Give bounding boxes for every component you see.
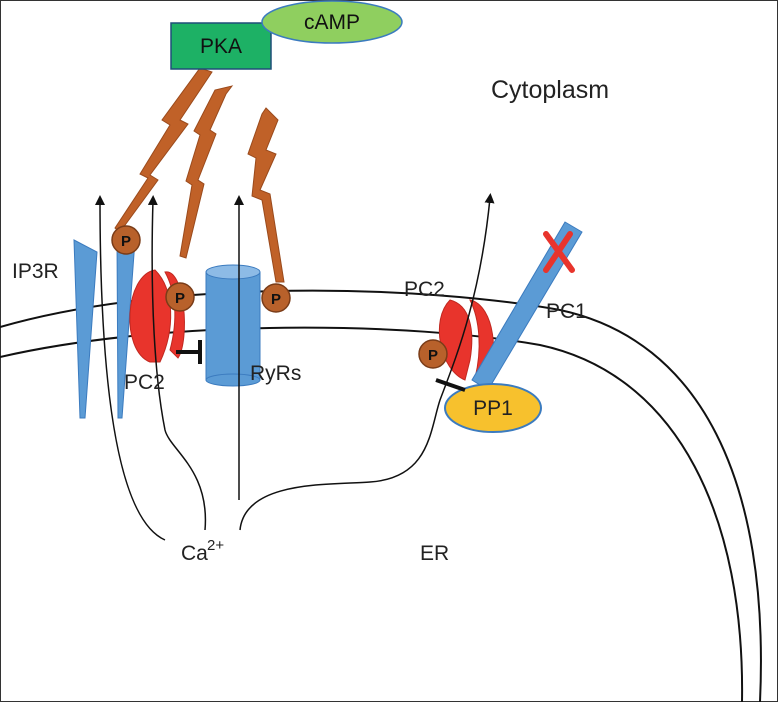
cytoplasm-label: Cytoplasm [491, 76, 609, 104]
er-membrane-inner [0, 326, 744, 702]
svg-text:P: P [271, 291, 281, 308]
pc2-left-label: PC2 [124, 371, 165, 394]
ca-arrow-pc2-right [239, 193, 495, 531]
ca-arrow-pc2 [147, 195, 207, 531]
pp1-label: PP1 [473, 397, 513, 420]
phospho-icon-3: P [261, 283, 291, 313]
phospho-icon-4: P [418, 339, 448, 369]
pka-box [170, 22, 272, 70]
pc2-right-label: PC2 [404, 278, 445, 301]
ca-arrow-ip3r [95, 195, 166, 541]
phospho-icon-1: P [111, 225, 141, 255]
svg-text:P: P [121, 233, 131, 250]
ryrs-top [205, 264, 261, 280]
pp1-link-line [435, 378, 466, 392]
ip3r-left-wedge [73, 239, 98, 419]
ryrs-label: RyRs [250, 362, 301, 385]
ca-label-base: Ca [181, 542, 208, 565]
pc1-label: PC1 [546, 300, 587, 323]
svg-text:P: P [175, 290, 185, 307]
lightning-bolt-icon-3 [247, 107, 285, 283]
block-x-icon [543, 231, 575, 273]
pp1-ellipse [444, 383, 542, 433]
ip3r-label: IP3R [12, 260, 59, 283]
camp-ellipse [261, 0, 403, 44]
er-membrane-outer [0, 289, 762, 702]
pka-label: PKA [200, 35, 242, 58]
pc2-right-shape [438, 299, 473, 381]
ca-label: Ca 2+ [181, 537, 224, 565]
phospho-icon-2: P [165, 282, 195, 312]
lightning-bolt-icon-2 [179, 85, 234, 259]
ryrs-bottom [205, 373, 261, 387]
er-label: ER [420, 542, 449, 565]
ca-label-sup: 2+ [207, 537, 224, 554]
svg-text:P: P [428, 347, 438, 364]
camp-label: cAMP [304, 11, 360, 34]
pc2-left-shape [129, 269, 172, 363]
